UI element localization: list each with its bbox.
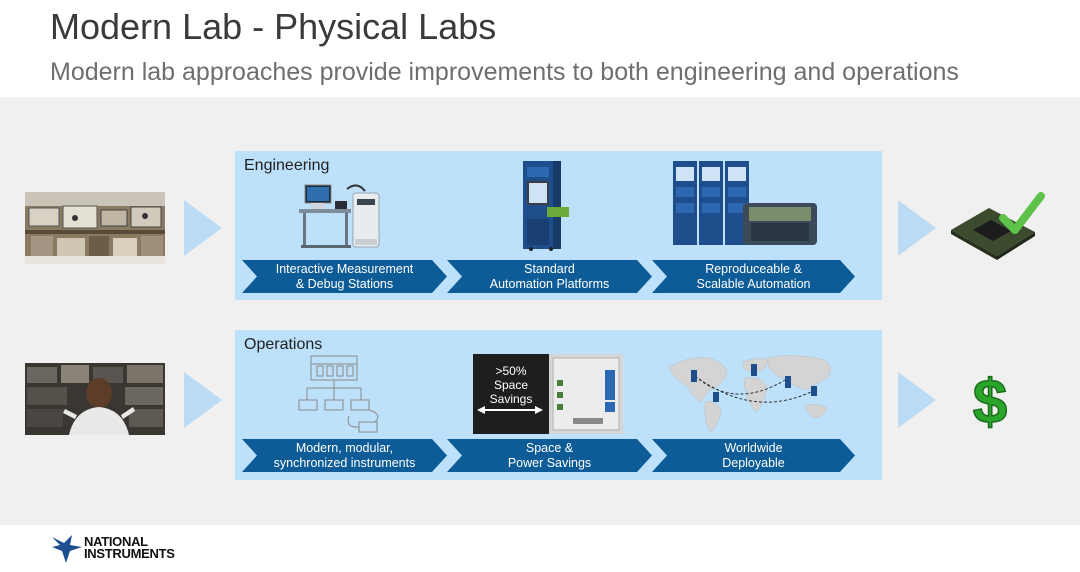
- chevron-step-2: Space & Power Savings: [447, 439, 652, 472]
- step-label-line1: Space &: [525, 440, 574, 455]
- step-label-line2: synchronized instruments: [273, 455, 416, 470]
- step-label-line1: Worldwide: [724, 440, 783, 455]
- step-label-line2: Scalable Automation: [696, 276, 811, 291]
- national-instruments-logo: NATIONAL INSTRUMENTS: [50, 533, 190, 565]
- step-label-line2: & Debug Stations: [295, 276, 394, 291]
- chevron-step-2: Standard Automation Platforms: [447, 260, 652, 293]
- modular-instruments-illustration: [297, 352, 387, 443]
- operator-photo: [25, 363, 165, 435]
- step-label-line2: Automation Platforms: [489, 276, 610, 291]
- chevron-step-1: Modern, modular, synchronized instrument…: [242, 439, 447, 472]
- engineering-input-arrow: [184, 200, 222, 256]
- svg-text:$: $: [973, 368, 1007, 431]
- operations-panel: Operations: [235, 330, 882, 480]
- space-savings-callout: >50% Space Savings: [473, 364, 549, 406]
- operations-label: Operations: [244, 336, 323, 353]
- engineering-label: Engineering: [244, 157, 330, 174]
- eagle-logo-icon: [52, 535, 82, 563]
- chevron-step-1: Interactive Measurement & Debug Stations: [242, 260, 447, 293]
- legacy-lab-photo: [25, 192, 165, 264]
- chevron-step-3: Reproduceable & Scalable Automation: [652, 260, 855, 293]
- space-savings-illustration: [473, 352, 627, 441]
- debug-station-illustration: [295, 179, 385, 256]
- step-label-line1: Reproduceable &: [705, 261, 802, 276]
- savings-line3: Savings: [489, 392, 533, 406]
- operations-input-arrow: [184, 372, 222, 428]
- operations-output-arrow: [898, 372, 936, 428]
- logo-line1: NATIONAL: [84, 534, 148, 549]
- step-label-line2: Power Savings: [507, 455, 592, 470]
- slide-subtitle: Modern lab approaches provide improvemen…: [50, 58, 959, 86]
- engineering-panel: Engineering: [235, 151, 882, 300]
- chevron-step-3: Worldwide Deployable: [652, 439, 855, 472]
- step-label-line1: Interactive Measurement: [275, 261, 414, 276]
- step-label-line2: Deployable: [722, 455, 785, 470]
- slide-title: Modern Lab - Physical Labs: [50, 6, 497, 47]
- chip-checkmark-icon: [945, 190, 1045, 267]
- dollar-sign-icon: $: [960, 365, 1020, 438]
- logo-wordmark: NATIONAL INSTRUMENTS: [84, 534, 175, 561]
- automation-rack-illustration: [517, 159, 577, 256]
- savings-line2: Space: [493, 378, 529, 392]
- step-label-line1: Standard: [524, 261, 575, 276]
- engineering-output-arrow: [898, 200, 936, 256]
- logo-line2: INSTRUMENTS: [84, 546, 175, 561]
- savings-percent: >50%: [495, 364, 527, 378]
- scalable-automation-illustration: [671, 159, 821, 256]
- world-map-illustration: [665, 350, 845, 439]
- step-label-line1: Modern, modular,: [295, 440, 394, 455]
